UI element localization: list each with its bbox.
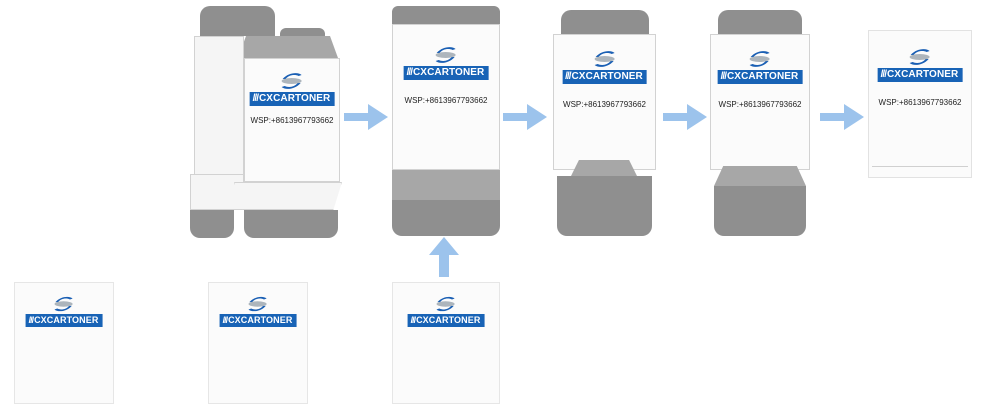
- bottom-box-3: ///CXCARTONER: [392, 282, 500, 404]
- brand-bars: ///: [720, 71, 727, 82]
- bottom-tuck-flap: [557, 176, 652, 236]
- step-5-finished-box: ///CXCARTONER WSP:+8613967793662: [868, 30, 972, 178]
- brand-logo: ///CXCARTONER: [25, 294, 103, 327]
- brand-name: CXCARTONER: [228, 315, 293, 325]
- wsp-number: WSP:+8613967793662: [404, 96, 488, 105]
- bottom-glue-panel: [234, 182, 342, 210]
- front-panel: ///CXCARTONER WSP:+8613967793662: [392, 24, 500, 170]
- brand-logo: ///CXCARTONER: [877, 46, 963, 82]
- cx-swoosh-icon: [436, 296, 456, 312]
- brand-label: ///CXCARTONER: [562, 70, 647, 84]
- brand-label: ///CXCARTONER: [717, 70, 803, 84]
- brand-label: ///CXCARTONER: [407, 314, 485, 327]
- bottom-dust-flap: [392, 170, 500, 202]
- wsp-number: WSP:+8613967793662: [563, 100, 646, 109]
- bottom-left-flap: [190, 210, 234, 238]
- top-tuck-flap: [238, 36, 338, 58]
- bottom-box-2: ///CXCARTONER: [208, 282, 308, 404]
- brand-bars: ///: [28, 315, 34, 325]
- step-1-unfolded-blank: ///CXCARTONER WSP:+8613967793662: [190, 6, 345, 238]
- brand-name: CXCARTONER: [416, 315, 481, 325]
- cx-swoosh-icon: [248, 296, 268, 312]
- top-flap: [392, 6, 500, 28]
- brand-label: ///CXCARTONER: [219, 314, 297, 327]
- arrow-right-3-icon: [663, 104, 707, 130]
- wsp-number: WSP:+8613967793662: [718, 100, 802, 109]
- brand-label: ///CXCARTONER: [249, 92, 335, 106]
- arrow-right-1-icon: [344, 104, 388, 130]
- cx-swoosh-icon: [435, 47, 456, 63]
- cx-swoosh-icon: [594, 51, 615, 67]
- brand-bars: ///: [222, 315, 228, 325]
- brand-label: ///CXCARTONER: [877, 68, 963, 82]
- step-2-folded-sleeve: ///CXCARTONER WSP:+8613967793662: [392, 6, 500, 238]
- bottom-side-panel: [190, 174, 244, 210]
- arrow-right-2-icon: [503, 104, 547, 130]
- bottom-tuck-flap: [244, 210, 338, 238]
- fold-line: [872, 166, 968, 167]
- bottom-dust-flap: [571, 160, 637, 176]
- arrow-right-4-icon: [820, 104, 864, 130]
- step-4-box-fold-bottom: ///CXCARTONER WSP:+8613967793662: [710, 10, 810, 236]
- brand-logo: ///CXCARTONER: [249, 70, 335, 106]
- brand-logo: ///CXCARTONER: [717, 48, 803, 84]
- front-panel: ///CXCARTONER WSP:+8613967793662: [244, 58, 340, 182]
- brand-name: CXCARTONER: [886, 69, 959, 80]
- brand-bars: ///: [880, 69, 887, 80]
- brand-label: ///CXCARTONER: [25, 314, 103, 327]
- brand-logo: ///CXCARTONER: [407, 294, 485, 327]
- bottom-dust-flap: [714, 166, 806, 186]
- brand-bars: ///: [406, 67, 413, 78]
- top-left-flap: [200, 6, 275, 36]
- brand-logo: ///CXCARTONER: [219, 294, 297, 327]
- wsp-number: WSP:+8613967793662: [250, 116, 334, 125]
- wsp-number: WSP:+8613967793662: [878, 98, 962, 107]
- brand-bars: ///: [252, 93, 259, 104]
- bottom-tuck-flap: [714, 186, 806, 236]
- cx-swoosh-icon: [54, 296, 74, 312]
- bottom-tuck-flap: [392, 200, 500, 236]
- cx-swoosh-icon: [909, 49, 930, 65]
- arrow-up-icon: [429, 237, 459, 277]
- cx-swoosh-icon: [281, 73, 302, 89]
- brand-bars: ///: [565, 71, 571, 82]
- brand-logo: ///CXCARTONER: [562, 48, 647, 84]
- brand-name: CXCARTONER: [34, 315, 99, 325]
- bottom-box-1: ///CXCARTONER: [14, 282, 114, 404]
- front-panel: ///CXCARTONER WSP:+8613967793662: [710, 34, 810, 170]
- cx-swoosh-icon: [749, 51, 770, 67]
- brand-name: CXCARTONER: [412, 67, 485, 78]
- front-panel: ///CXCARTONER WSP:+8613967793662: [553, 34, 656, 170]
- brand-logo: ///CXCARTONER: [403, 44, 489, 80]
- brand-name: CXCARTONER: [258, 93, 331, 104]
- brand-name: CXCARTONER: [571, 71, 643, 82]
- step-3-box-tuck-top: ///CXCARTONER WSP:+8613967793662: [553, 10, 656, 236]
- brand-label: ///CXCARTONER: [403, 66, 489, 80]
- side-panel-left: [194, 36, 244, 182]
- brand-name: CXCARTONER: [726, 71, 799, 82]
- brand-bars: ///: [410, 315, 416, 325]
